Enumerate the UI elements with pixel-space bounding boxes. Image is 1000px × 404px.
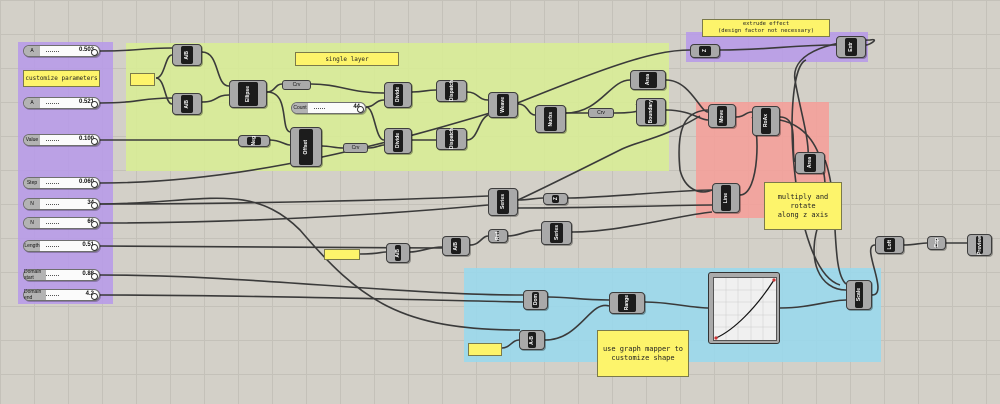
circle-grip-icon[interactable]	[91, 293, 98, 300]
graph-mapper[interactable]	[708, 272, 780, 344]
component-series-2[interactable]: Series	[541, 221, 572, 245]
component-range[interactable]: Range	[609, 292, 645, 314]
component-ab-2[interactable]: A/B	[172, 93, 202, 115]
component-loft[interactable]: Loft	[875, 236, 904, 254]
panel-single-layer[interactable]: single layer	[295, 52, 399, 66]
component-neg[interactable]: Neg	[238, 135, 270, 147]
component-offset[interactable]: Offset	[290, 127, 322, 167]
component-dispatch-1[interactable]: Dispatch	[436, 80, 467, 102]
slider-n1[interactable]: N34	[23, 198, 100, 210]
circle-grip-icon[interactable]	[91, 181, 98, 188]
component-divide-2[interactable]: Divide	[384, 128, 412, 154]
panel-extrude-effect[interactable]: extrude effect (design factor not necess…	[702, 19, 830, 37]
component-move[interactable]: Move	[708, 104, 736, 128]
component-dispatch-2[interactable]: Dispatch	[436, 128, 467, 150]
panel-empty-1[interactable]	[130, 73, 155, 86]
curve-icon[interactable]	[713, 277, 777, 341]
component-area-1[interactable]: Area	[630, 70, 666, 90]
circle-grip-icon[interactable]	[91, 138, 98, 145]
component-a-minus-b[interactable]: A-B	[519, 330, 545, 350]
component-crv-3[interactable]: Crv	[343, 143, 368, 153]
component-line[interactable]: Line	[712, 183, 740, 213]
component-crv-1[interactable]: Crv	[282, 80, 311, 90]
component-crv-2[interactable]: Crv	[588, 108, 614, 118]
panel-empty-2[interactable]	[324, 249, 360, 260]
circle-grip-icon[interactable]	[91, 244, 98, 251]
component-nurbs[interactable]: Nurbs	[535, 105, 566, 133]
component-boundary[interactable]: Boundary	[636, 98, 666, 126]
component-z-1[interactable]: Z	[690, 44, 720, 58]
component-cap[interactable]: Cap	[927, 236, 946, 250]
panel-customize-parameters[interactable]: customize parameters	[23, 70, 100, 87]
slider-count[interactable]: Count44	[291, 102, 366, 114]
component-dom[interactable]: Dom	[523, 290, 548, 310]
component-rotate-axis[interactable]: RoAx	[752, 106, 780, 136]
slider-n2[interactable]: N66	[23, 217, 100, 229]
circle-grip-icon[interactable]	[91, 273, 98, 280]
panel-empty-3[interactable]	[468, 343, 502, 356]
component-ab-1[interactable]: A/B	[172, 44, 202, 66]
component-extr[interactable]: Extr	[836, 36, 866, 58]
component-z-2[interactable]: Z	[543, 193, 568, 205]
component-ellipse[interactable]: Ellipse	[229, 80, 267, 108]
circle-grip-icon[interactable]	[357, 106, 364, 113]
component-area-2[interactable]: Area	[795, 152, 825, 174]
circle-grip-icon[interactable]	[91, 49, 98, 56]
component-ref[interactable]: Ref	[488, 229, 508, 243]
circle-grip-icon[interactable]	[91, 101, 98, 108]
component-ab-3[interactable]: A/B	[386, 243, 410, 263]
component-series-1[interactable]: Series	[488, 188, 518, 216]
component-weave[interactable]: Weave	[488, 92, 518, 118]
circle-grip-icon[interactable]	[91, 221, 98, 228]
circle-grip-icon[interactable]	[91, 202, 98, 209]
component-ab-4[interactable]: A/B	[442, 236, 470, 256]
component-divide-1[interactable]: Divide	[384, 82, 412, 108]
component-preview[interactable]: Preview	[967, 234, 992, 256]
panel-graph-mapper-note[interactable]: use graph mapper to customize shape	[597, 330, 689, 377]
component-scale[interactable]: Scale	[846, 280, 872, 310]
panel-multiply-rotate[interactable]: multiply and rotate along z axis	[764, 182, 842, 230]
